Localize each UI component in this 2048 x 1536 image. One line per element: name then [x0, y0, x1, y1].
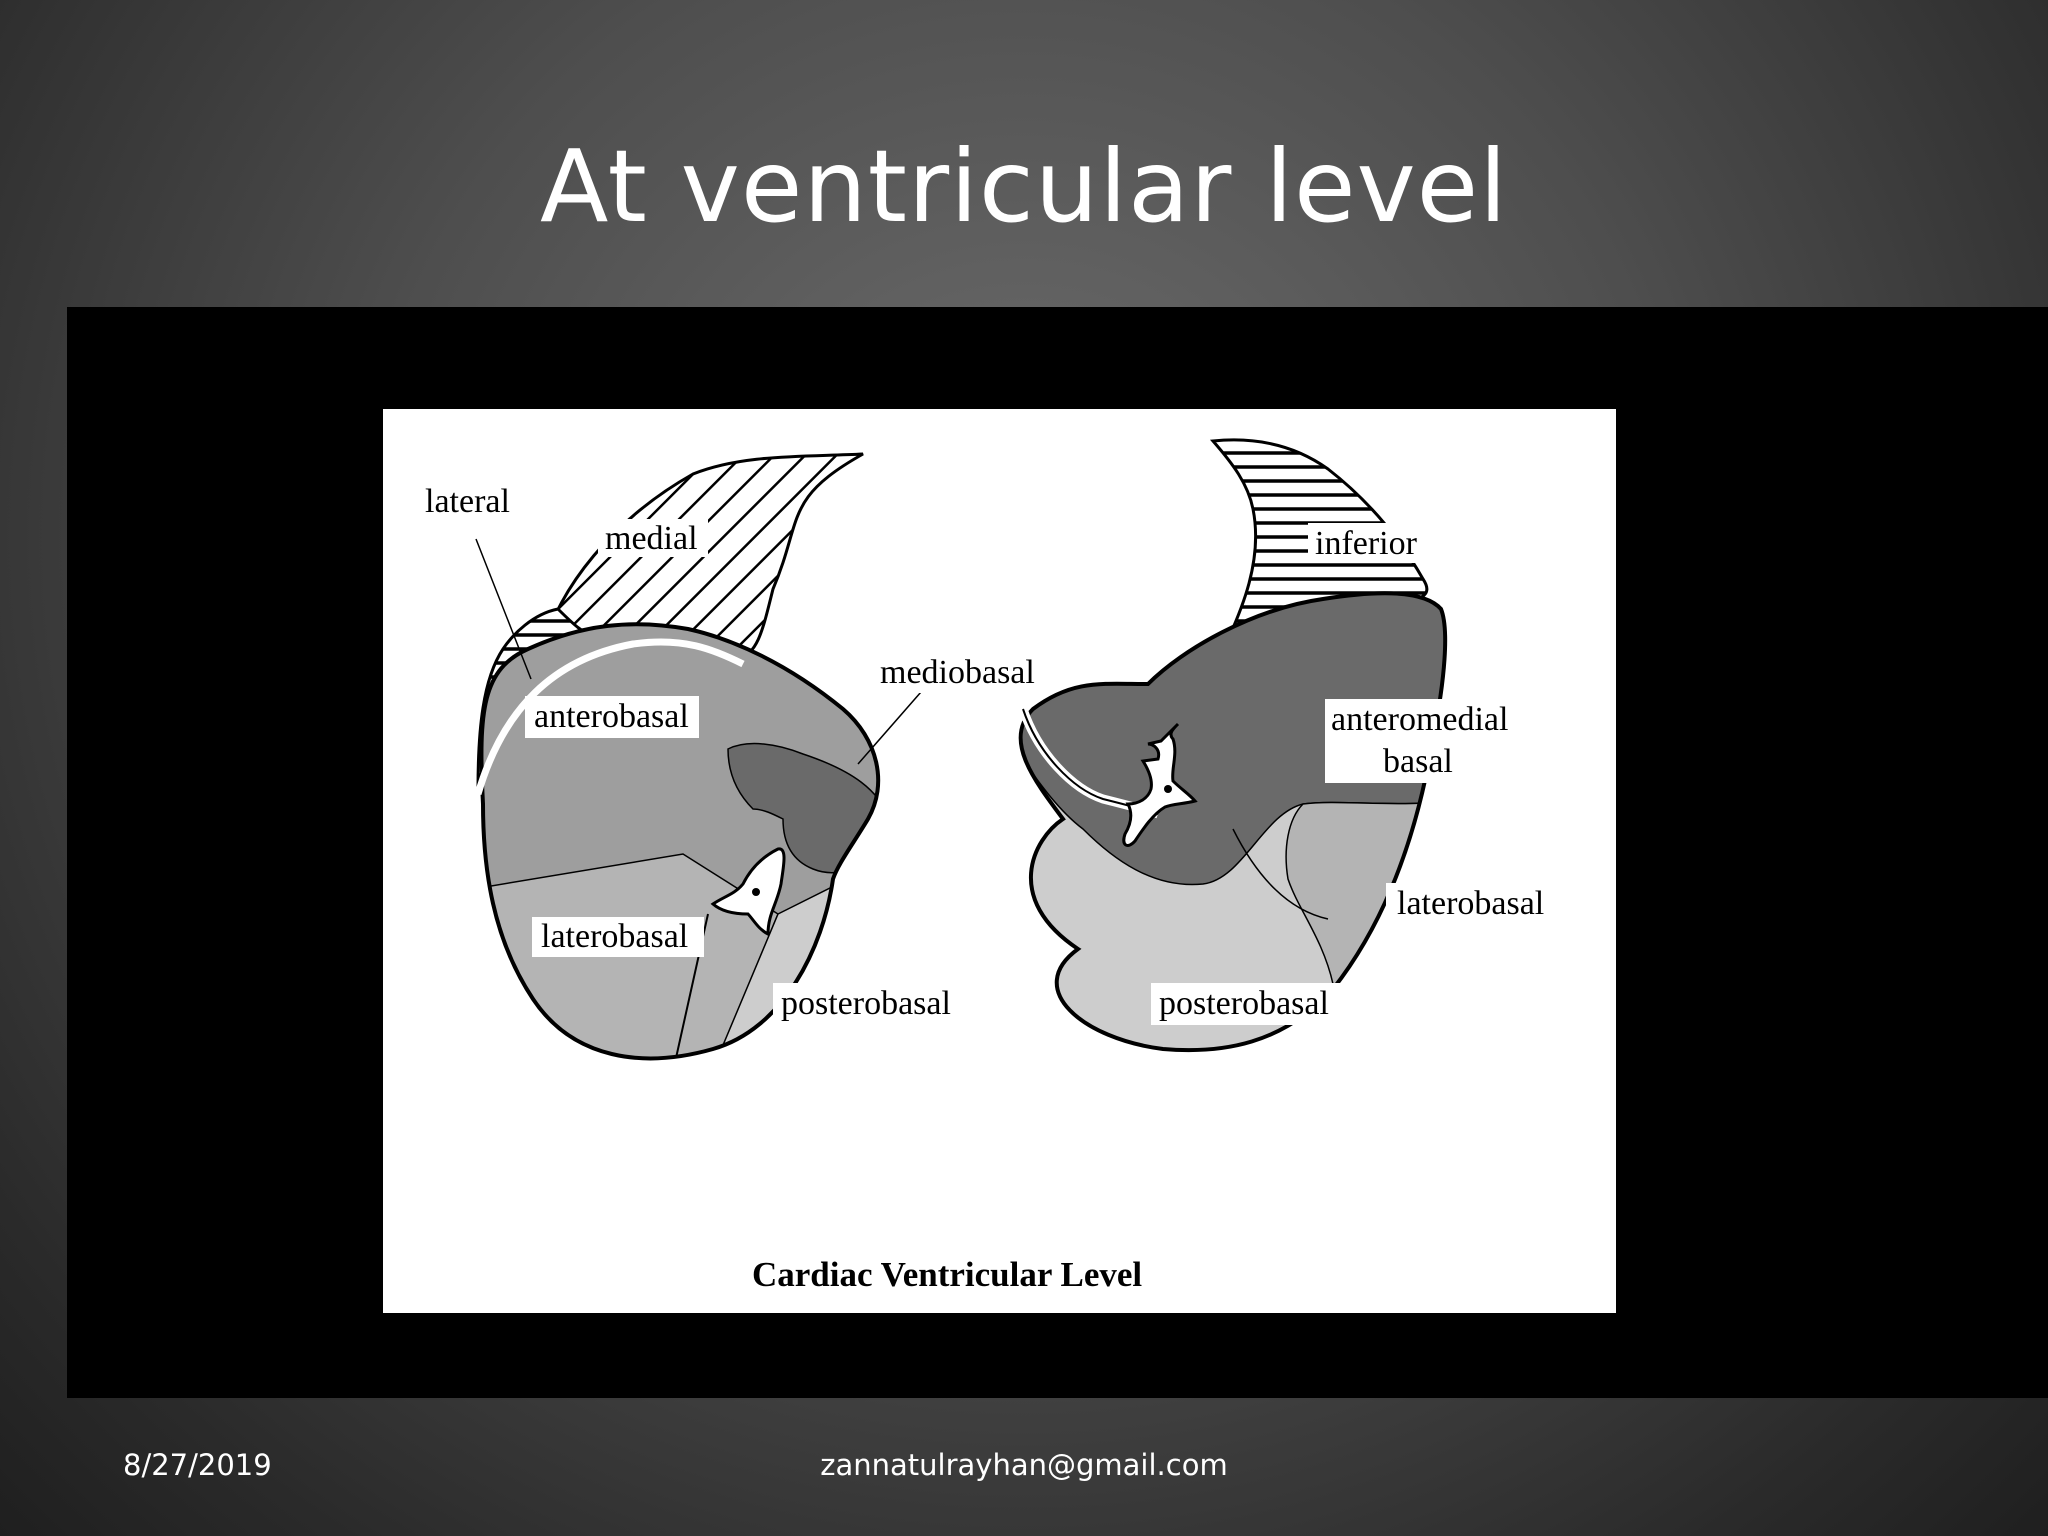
- diagram-caption: Cardiac Ventricular Level: [752, 1255, 1142, 1294]
- label-lateral: lateral: [425, 483, 510, 520]
- label-inferior: inferior: [1315, 525, 1418, 562]
- lung-segments-diagram: lateral medial mediobasal anterobasal la…: [383, 409, 1616, 1313]
- label-medial: medial: [605, 520, 698, 557]
- left-lung: [474, 452, 929, 1061]
- label-laterobasal-left: laterobasal: [541, 918, 688, 955]
- left-bronchus-icon: [710, 847, 786, 937]
- slide-title: At ventricular level: [540, 128, 1508, 245]
- label-laterobasal-right: laterobasal: [1397, 885, 1544, 922]
- footer-email: zannatulrayhan@gmail.com: [820, 1448, 1228, 1482]
- label-anterobasal-left: anterobasal: [534, 698, 689, 735]
- footer-date: 8/27/2019: [123, 1448, 272, 1482]
- label-mediobasal: mediobasal: [880, 654, 1035, 691]
- right-bronchus-icon: [1122, 722, 1198, 847]
- diagram-svg: lateral medial mediobasal anterobasal la…: [425, 438, 1586, 1294]
- label-posterobasal-left: posterobasal: [781, 985, 951, 1022]
- label-anteromedial: anteromedial: [1331, 701, 1508, 738]
- label-anteromedial-basal: basal: [1383, 743, 1453, 780]
- label-posterobasal-right: posterobasal: [1159, 985, 1329, 1022]
- mediobasal-segment: [727, 742, 879, 874]
